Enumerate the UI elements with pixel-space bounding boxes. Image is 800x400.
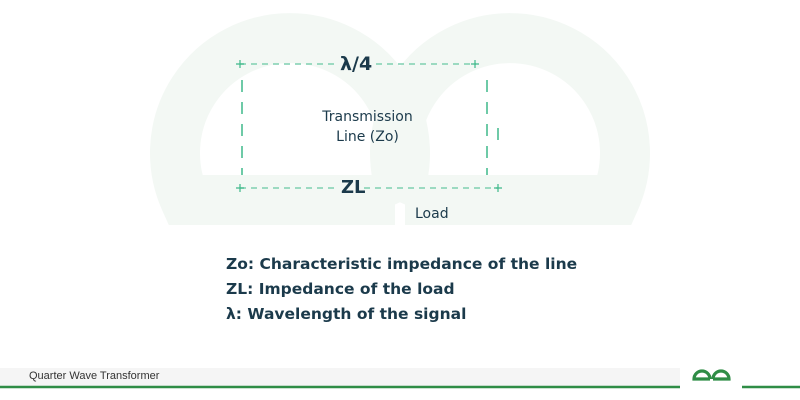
line-label-2: Line (Zo) <box>336 129 399 145</box>
transmission-line-label: Transmission Line (Zo) <box>300 107 435 147</box>
plus-marker <box>471 60 479 68</box>
footer-title: Quarter Wave Transformer <box>29 370 160 382</box>
gfg-logo <box>692 369 731 381</box>
plus-marker <box>236 60 244 68</box>
quarter-wavelength-label: λ/4 <box>340 53 373 75</box>
legend-item: ZL: Impedance of the load <box>226 280 455 298</box>
watermark-logo <box>150 13 650 225</box>
plus-marker <box>236 184 244 192</box>
legend-item: λ: Wavelength of the signal <box>226 305 467 323</box>
load-label: Load <box>415 206 449 222</box>
legend: Zo: Characteristic impedance of the line… <box>226 252 577 327</box>
load-impedance-label: ZL <box>341 177 366 198</box>
plus-marker <box>494 184 502 192</box>
line-label-1: Transmission <box>322 109 413 125</box>
legend-item: Zo: Characteristic impedance of the line <box>226 255 578 273</box>
footer-bar <box>0 368 680 386</box>
